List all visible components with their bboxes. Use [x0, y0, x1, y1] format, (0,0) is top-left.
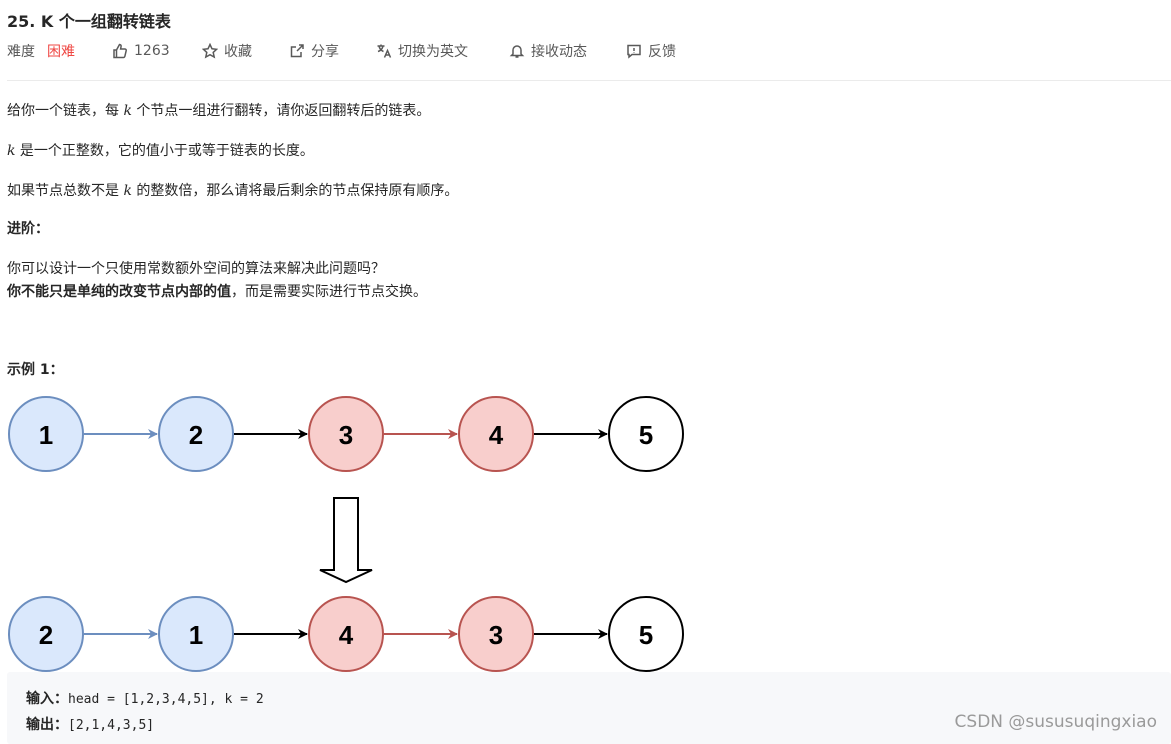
example-output: 输出：[2,1,4,3,5] [26, 717, 155, 733]
node-before-4: 4 [458, 396, 534, 472]
svg-text:3: 3 [339, 420, 353, 450]
svg-text:4: 4 [339, 620, 354, 650]
description-p1: 给你一个链表，每 k 个节点一组进行翻转，请你返回翻转后的链表。 [7, 103, 431, 119]
difficulty-label: 难度 [7, 44, 35, 60]
difficulty-value: 困难 [47, 44, 75, 60]
svg-text:5: 5 [639, 620, 653, 650]
down-arrow-icon [319, 497, 373, 584]
node-after-4: 3 [458, 596, 534, 672]
thumbs-up-icon [113, 43, 127, 59]
feedback-button[interactable]: 反馈 [626, 41, 676, 61]
example-code-block: 输入：head = [1,2,3,4,5], k = 2 输出：[2,1,4,3… [7, 672, 1171, 744]
node-after-1: 2 [8, 596, 84, 672]
advanced-line-2: 你不能只是单纯的改变节点内部的值，而是需要实际进行节点交换。 [7, 284, 427, 300]
advanced-line-1: 你可以设计一个只使用常数额外空间的算法来解决此问题吗？ [7, 261, 385, 277]
watermark: CSDN @sususuqingxiao [954, 712, 1157, 732]
favorite-label: 收藏 [224, 44, 252, 60]
svg-text:1: 1 [39, 420, 53, 450]
switch-language-button[interactable]: 切换为英文 [376, 41, 468, 61]
feedback-label: 反馈 [648, 44, 676, 60]
linked-list-diagram: 1 2 3 4 5 2 1 4 3 5 [8, 396, 684, 672]
node-before-3: 3 [308, 396, 384, 472]
svg-text:5: 5 [639, 420, 653, 450]
description-p2: k 是一个正整数，它的值小于或等于链表的长度。 [7, 143, 314, 159]
example-input: 输入：head = [1,2,3,4,5], k = 2 [26, 691, 264, 707]
svg-text:1: 1 [189, 620, 203, 650]
share-label: 分享 [311, 44, 339, 60]
advanced-heading: 进阶： [7, 221, 49, 237]
svg-text:4: 4 [489, 420, 504, 450]
translate-icon [377, 44, 392, 58]
svg-text:2: 2 [39, 620, 53, 650]
node-before-2: 2 [158, 396, 234, 472]
node-before-1: 1 [8, 396, 84, 472]
node-after-3: 4 [308, 596, 384, 672]
node-after-2: 1 [158, 596, 234, 672]
like-button[interactable]: 1263 [112, 41, 170, 61]
share-icon [290, 44, 304, 58]
example-heading: 示例 1： [7, 362, 64, 378]
favorite-button[interactable]: 收藏 [202, 41, 252, 61]
difficulty: 难度困难 [7, 41, 75, 61]
bell-icon [509, 45, 525, 58]
subscribe-label: 接收动态 [531, 44, 587, 60]
node-after-5: 5 [608, 596, 684, 672]
share-button[interactable]: 分享 [289, 41, 339, 61]
star-icon [202, 43, 218, 59]
like-count: 1263 [134, 43, 170, 59]
problem-title: 25. K 个一组翻转链表 [7, 12, 171, 31]
svg-text:2: 2 [189, 420, 203, 450]
svg-text:3: 3 [489, 620, 503, 650]
divider [7, 80, 1171, 81]
switch-language-label: 切换为英文 [398, 44, 468, 60]
node-before-5: 5 [608, 396, 684, 472]
feedback-icon [627, 44, 641, 59]
description-p3: 如果节点总数不是 k 的整数倍，那么请将最后剩余的节点保持原有顺序。 [7, 183, 459, 199]
subscribe-button[interactable]: 接收动态 [509, 41, 587, 61]
